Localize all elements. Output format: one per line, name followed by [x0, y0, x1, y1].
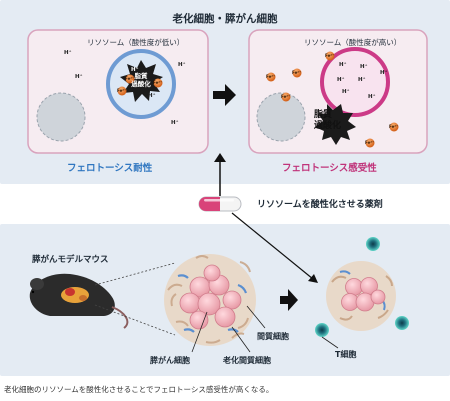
iron-ions — [117, 51, 399, 148]
tumor-before — [164, 254, 256, 346]
right-lipid-burst — [315, 104, 356, 145]
iron-label: Fe²⁺ — [292, 70, 302, 75]
sensitivity-label: フェロトーシス感受性 — [282, 163, 377, 174]
hplus-label: H⁺ — [360, 64, 368, 70]
left-nucleus — [36, 92, 86, 142]
iron-label: Fe²⁺ — [117, 88, 127, 93]
right-lysosome — [320, 47, 390, 117]
iron-label: Fe²⁺ — [389, 124, 399, 129]
iron-label: Fe²⁺ — [325, 53, 335, 58]
hplus-label: H⁺ — [148, 93, 156, 99]
mouse-icon — [29, 262, 176, 336]
left-lipid-label: 脂質 過酸化 — [131, 72, 151, 88]
hplus-label: H⁺ — [337, 77, 345, 83]
aged-stroma-label: 老化間質細胞 — [223, 356, 271, 365]
iron-label: Fe²⁺ — [153, 80, 163, 85]
right-nucleus — [256, 92, 306, 142]
hplus-label: H⁺ — [358, 77, 366, 83]
right-lipid-label: 脂質 過酸化 — [314, 110, 342, 131]
right-lysosome-label: リソソーム（酸性度が高い） — [304, 38, 402, 47]
treatment-arrow — [280, 289, 298, 311]
right-cell — [248, 29, 428, 154]
hplus-label: H⁺ — [171, 120, 179, 126]
right-arrow — [213, 84, 236, 106]
hplus-label: H⁺ — [64, 50, 72, 56]
left-lipid-burst — [120, 60, 163, 102]
tcell-label: T細胞 — [335, 350, 357, 359]
capsule-icon — [198, 196, 242, 212]
mouse-model-label: 膵がんモデルマウス — [32, 255, 109, 265]
leader-lines — [191, 305, 339, 353]
t-cells — [315, 237, 409, 337]
caption: 老化細胞のリソソームを酸性化させることでフェロトーシス感受性が高くなる。 — [4, 385, 274, 394]
tumor-cell-label: 膵がん細胞 — [150, 356, 190, 365]
hplus-label: H⁺ — [368, 94, 376, 100]
iron-label: Fe²⁺ — [365, 140, 375, 145]
drug-diagonal-arrow — [231, 212, 318, 283]
hplus-label: H⁺ — [178, 62, 186, 68]
tumor-after — [326, 261, 396, 331]
iron-label: Fe²⁺ — [281, 94, 291, 99]
iron-label: Fe²⁺ — [266, 74, 276, 79]
hplus-label: H⁺ — [380, 70, 388, 76]
iron-label: Fe²⁺ — [125, 76, 135, 81]
hplus-label: H⁺ — [339, 62, 347, 68]
hplus-label: H⁺ — [342, 89, 350, 95]
hplus-label: H⁺ — [131, 67, 139, 73]
stroma-label: 間質細胞 — [257, 332, 289, 341]
drug-up-arrow — [214, 153, 226, 196]
left-lysosome-label: リソソーム（酸性度が低い） — [87, 38, 185, 47]
diagram-title: 老化細胞・膵がん細胞 — [172, 13, 278, 25]
hplus-label: H⁺ — [75, 74, 83, 80]
drug-label: リソソームを酸性化させる薬剤 — [257, 200, 383, 210]
resistance-label: フェロトーシス耐性 — [67, 163, 153, 174]
